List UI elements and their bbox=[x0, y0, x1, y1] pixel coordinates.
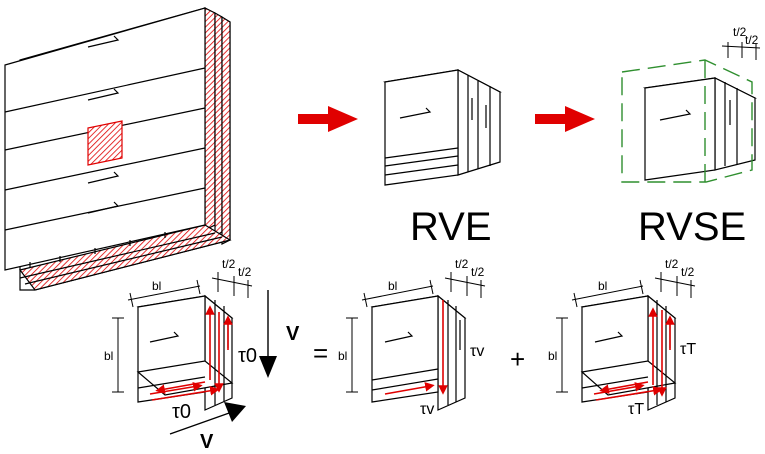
rvse-label: RVSE bbox=[638, 205, 746, 249]
cube-tauv-dims bbox=[346, 272, 486, 393]
panel-side-hatch bbox=[204, 7, 216, 231]
rve-patch bbox=[87, 120, 123, 166]
tauv-bottom-label: τv bbox=[420, 401, 434, 418]
plus-sign: + bbox=[510, 344, 525, 374]
rve-cube bbox=[383, 69, 502, 186]
rvse-cube bbox=[643, 77, 757, 181]
cube-taut-t2-b: t/2 bbox=[681, 265, 695, 279]
vertical-v-label: V bbox=[286, 323, 300, 345]
cube-tauv bbox=[370, 294, 467, 411]
cube-tau0-t2-b: t/2 bbox=[238, 265, 252, 279]
cube-taut-width: bl bbox=[598, 279, 607, 293]
arrow-to-rve bbox=[298, 106, 358, 132]
taut-bottom-label: τT bbox=[628, 401, 644, 418]
taut-arrows bbox=[593, 307, 675, 401]
cube-taut-dims bbox=[556, 272, 696, 393]
vertical-shear-arrow bbox=[259, 290, 277, 378]
cube-tauv-height: bl bbox=[338, 349, 347, 363]
clt-panel bbox=[4, 7, 232, 291]
cube-tauv-width: bl bbox=[388, 279, 397, 293]
cube-tau0-t2-a: t/2 bbox=[222, 257, 236, 271]
rvse-dashed-outline bbox=[621, 59, 753, 183]
cube-tau0-height: bl bbox=[104, 349, 113, 363]
tau0-bottom-label: τ0 bbox=[172, 401, 191, 423]
cube-tau0-dims bbox=[112, 272, 253, 393]
cube-tau0-width: bl bbox=[152, 279, 161, 293]
rvse-thickness-dims bbox=[721, 42, 761, 60]
tauv-arrows bbox=[384, 300, 448, 395]
tau0-side-arrows bbox=[149, 305, 233, 401]
equals-sign: = bbox=[313, 338, 328, 368]
cube-tauv-t2-a: t/2 bbox=[455, 257, 469, 271]
cube-tauv-t2-b: t/2 bbox=[471, 265, 485, 279]
arrow-to-rvse bbox=[535, 106, 595, 132]
rve-label: RVE bbox=[410, 205, 492, 249]
cube-taut-height: bl bbox=[548, 349, 557, 363]
horizontal-v-label: V bbox=[200, 431, 214, 453]
horizontal-shear-arrow bbox=[169, 402, 246, 435]
tauv-side-label: τv bbox=[470, 343, 484, 360]
rvse-dim-t2-a: t/2 bbox=[733, 25, 747, 39]
rvse-dim-t2-b: t/2 bbox=[745, 33, 759, 47]
tau0-side-label: τ0 bbox=[238, 345, 257, 367]
cube-taut-t2-a: t/2 bbox=[665, 257, 679, 271]
taut-side-label: τT bbox=[680, 341, 696, 358]
